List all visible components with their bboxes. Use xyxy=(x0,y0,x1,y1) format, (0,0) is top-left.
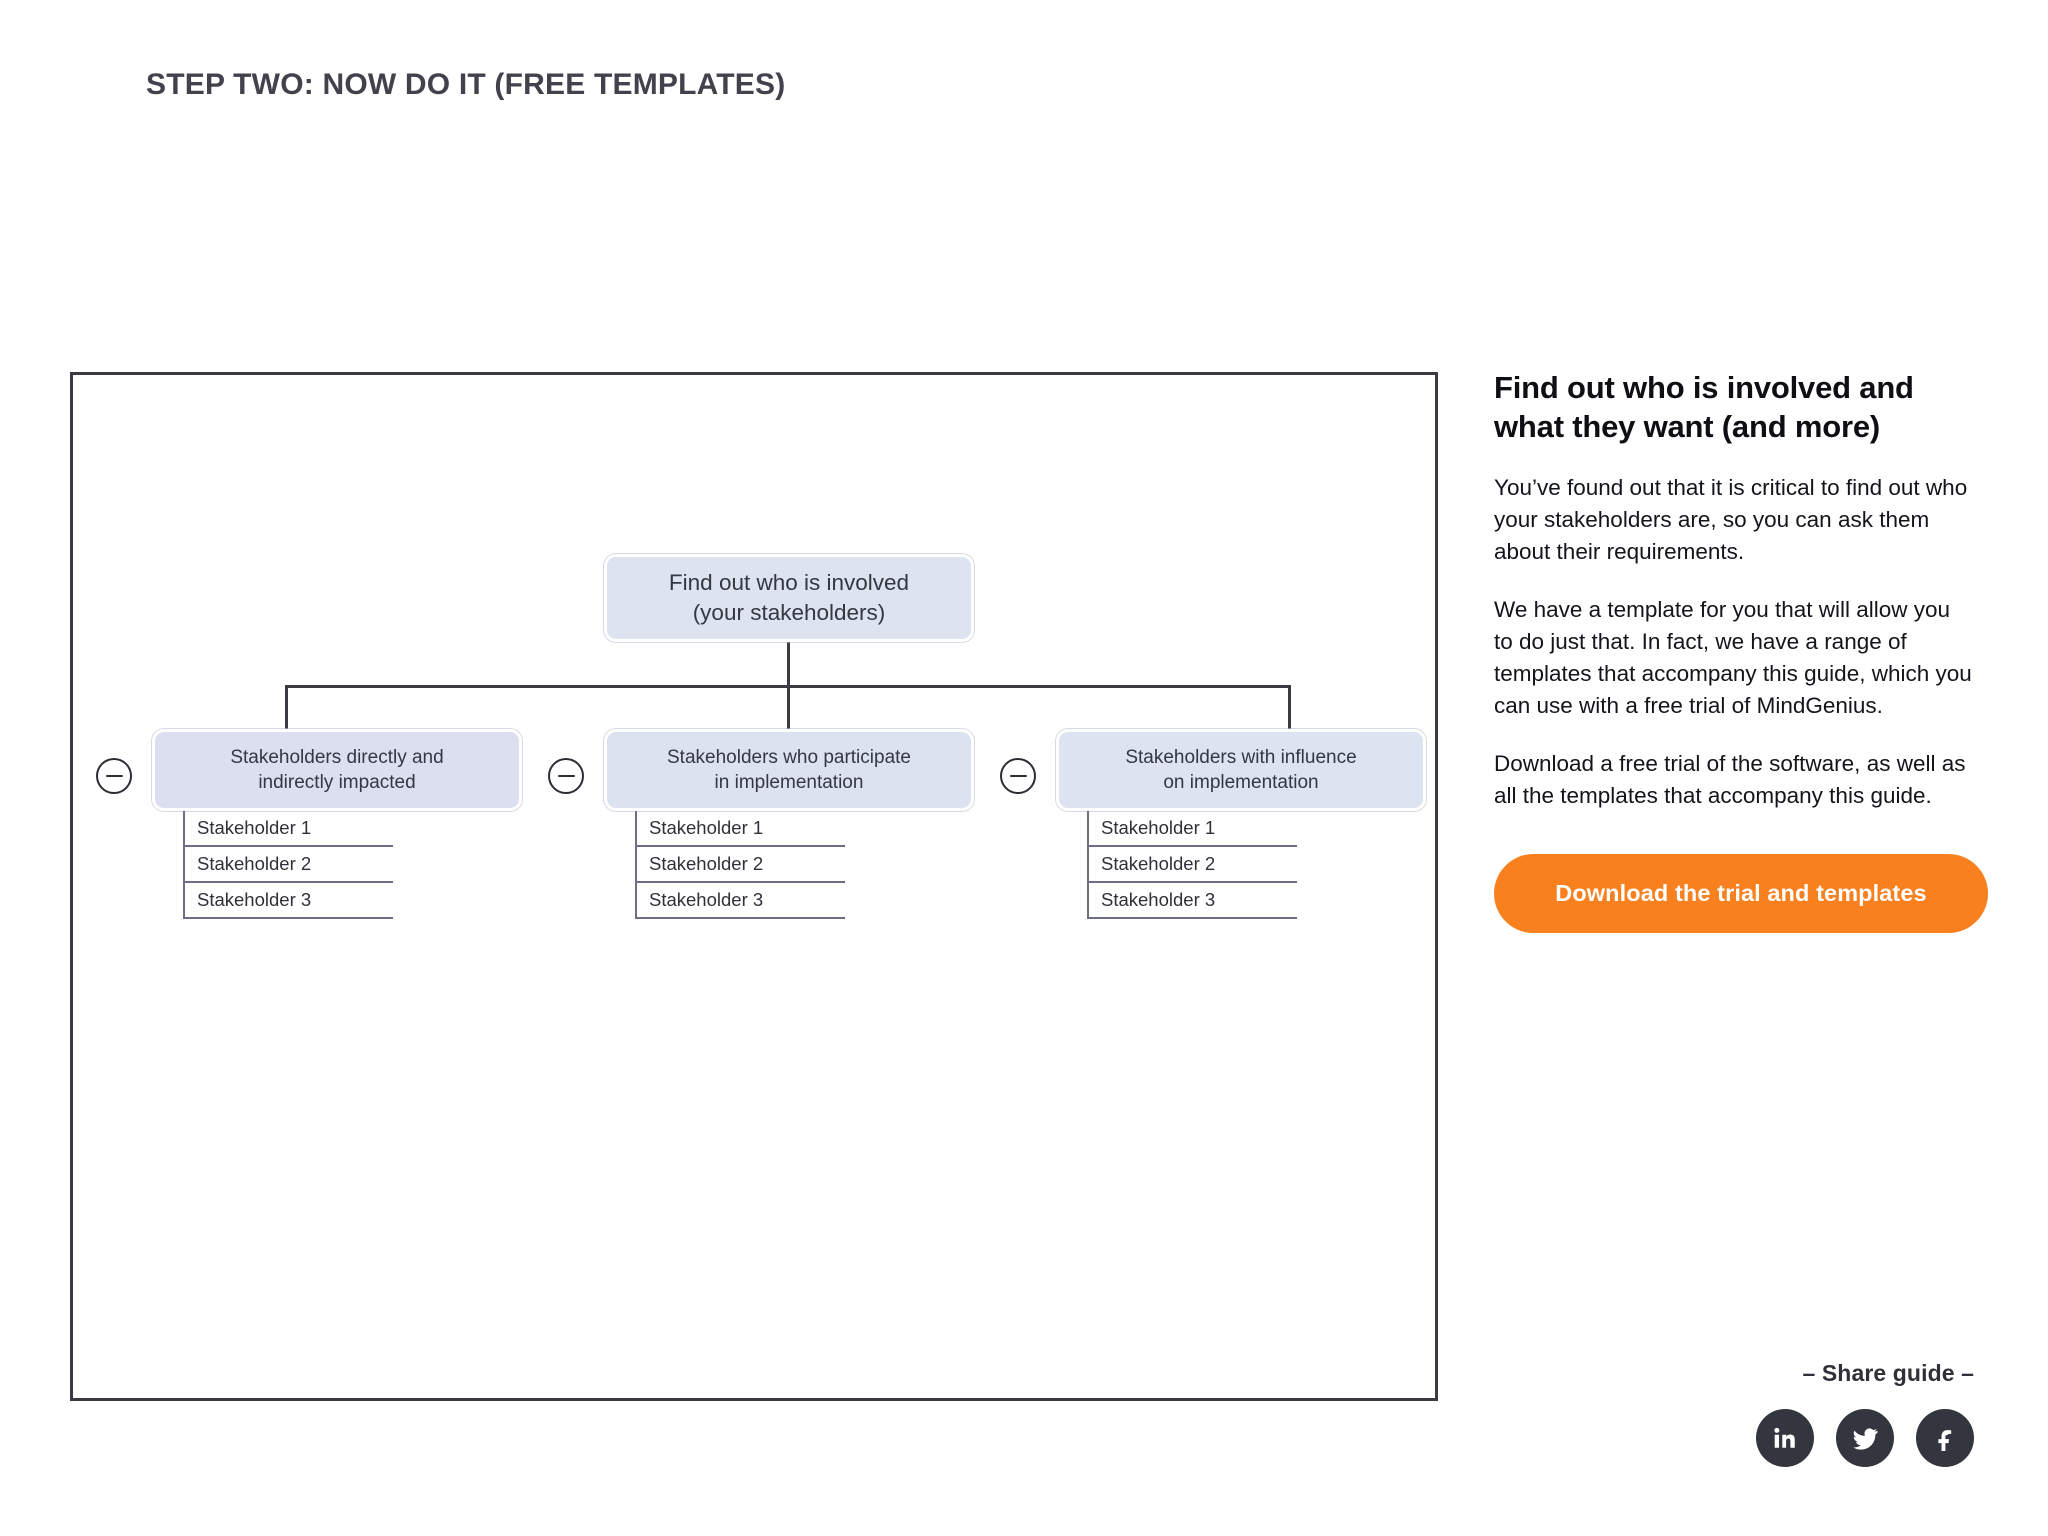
minus-icon[interactable] xyxy=(1000,758,1036,794)
list-item[interactable]: Stakeholder 1 xyxy=(1087,811,1297,847)
connector-horizontal-bus xyxy=(285,685,1291,688)
list-item[interactable]: Stakeholder 2 xyxy=(1087,847,1297,883)
mindmap-branch-node-2[interactable]: Stakeholders who participate in implemen… xyxy=(604,729,974,811)
branch-1-line1: Stakeholders directly and xyxy=(230,746,444,768)
leaf-list-branch-2: Stakeholder 1 Stakeholder 2 Stakeholder … xyxy=(635,811,845,919)
root-node-line2: (your stakeholders) xyxy=(692,600,886,625)
diagram-frame: Find out who is involved (your stakehold… xyxy=(70,372,1438,1401)
minus-icon[interactable] xyxy=(548,758,584,794)
leaf-list-branch-3: Stakeholder 1 Stakeholder 2 Stakeholder … xyxy=(1087,811,1297,919)
list-item[interactable]: Stakeholder 1 xyxy=(635,811,845,847)
mindmap-root-node[interactable]: Find out who is involved (your stakehold… xyxy=(604,554,974,642)
mindmap-canvas: Find out who is involved (your stakehold… xyxy=(73,375,1435,1398)
sidebar-paragraph-1: You’ve found out that it is critical to … xyxy=(1494,475,1968,564)
mindmap-branch-node-3[interactable]: Stakeholders with influence on implement… xyxy=(1056,729,1426,811)
list-item[interactable]: Stakeholder 3 xyxy=(183,883,393,919)
list-item[interactable]: Stakeholder 2 xyxy=(183,847,393,883)
share-guide-section: – Share guide – xyxy=(1494,1360,1974,1467)
list-item[interactable]: Stakeholder 3 xyxy=(1087,883,1297,919)
facebook-icon[interactable] xyxy=(1916,1409,1974,1467)
linkedin-icon[interactable] xyxy=(1756,1409,1814,1467)
download-trial-button[interactable]: Download the trial and templates xyxy=(1494,853,1988,933)
leaf-list-branch-1: Stakeholder 1 Stakeholder 2 Stakeholder … xyxy=(183,811,393,919)
branch-1-line2: indirectly impacted xyxy=(258,772,416,793)
twitter-icon[interactable] xyxy=(1836,1409,1894,1467)
branch-2-line2: in implementation xyxy=(714,772,864,793)
mindmap-branch-node-1[interactable]: Stakeholders directly and indirectly imp… xyxy=(152,729,522,811)
share-icon-row xyxy=(1494,1409,1974,1467)
list-item[interactable]: Stakeholder 2 xyxy=(635,847,845,883)
root-node-line1: Find out who is involved xyxy=(668,570,910,596)
branch-3-line2: on implementation xyxy=(1163,772,1319,793)
sidebar-heading: Find out who is involved and what they w… xyxy=(1494,370,1914,445)
sidebar-content: Find out who is involved and what they w… xyxy=(1494,368,1988,933)
connector-drop-right xyxy=(1288,685,1291,729)
branch-3-line1: Stakeholders with influence xyxy=(1125,746,1357,768)
list-item[interactable]: Stakeholder 3 xyxy=(635,883,845,919)
sidebar-paragraph-2: We have a template for you that will all… xyxy=(1494,596,1972,718)
minus-glyph xyxy=(1009,774,1027,778)
branch-2-line1: Stakeholders who participate xyxy=(667,746,911,768)
minus-glyph xyxy=(105,774,123,778)
sidebar-paragraph-3: Download a free trial of the software, a… xyxy=(1494,750,1966,808)
minus-glyph xyxy=(557,774,575,778)
connector-drop-left xyxy=(285,685,288,729)
list-item[interactable]: Stakeholder 1 xyxy=(183,811,393,847)
share-guide-label: – Share guide – xyxy=(1802,1360,1974,1386)
minus-icon[interactable] xyxy=(96,758,132,794)
page-title: STEP TWO: NOW DO IT (FREE TEMPLATES) xyxy=(146,68,786,101)
